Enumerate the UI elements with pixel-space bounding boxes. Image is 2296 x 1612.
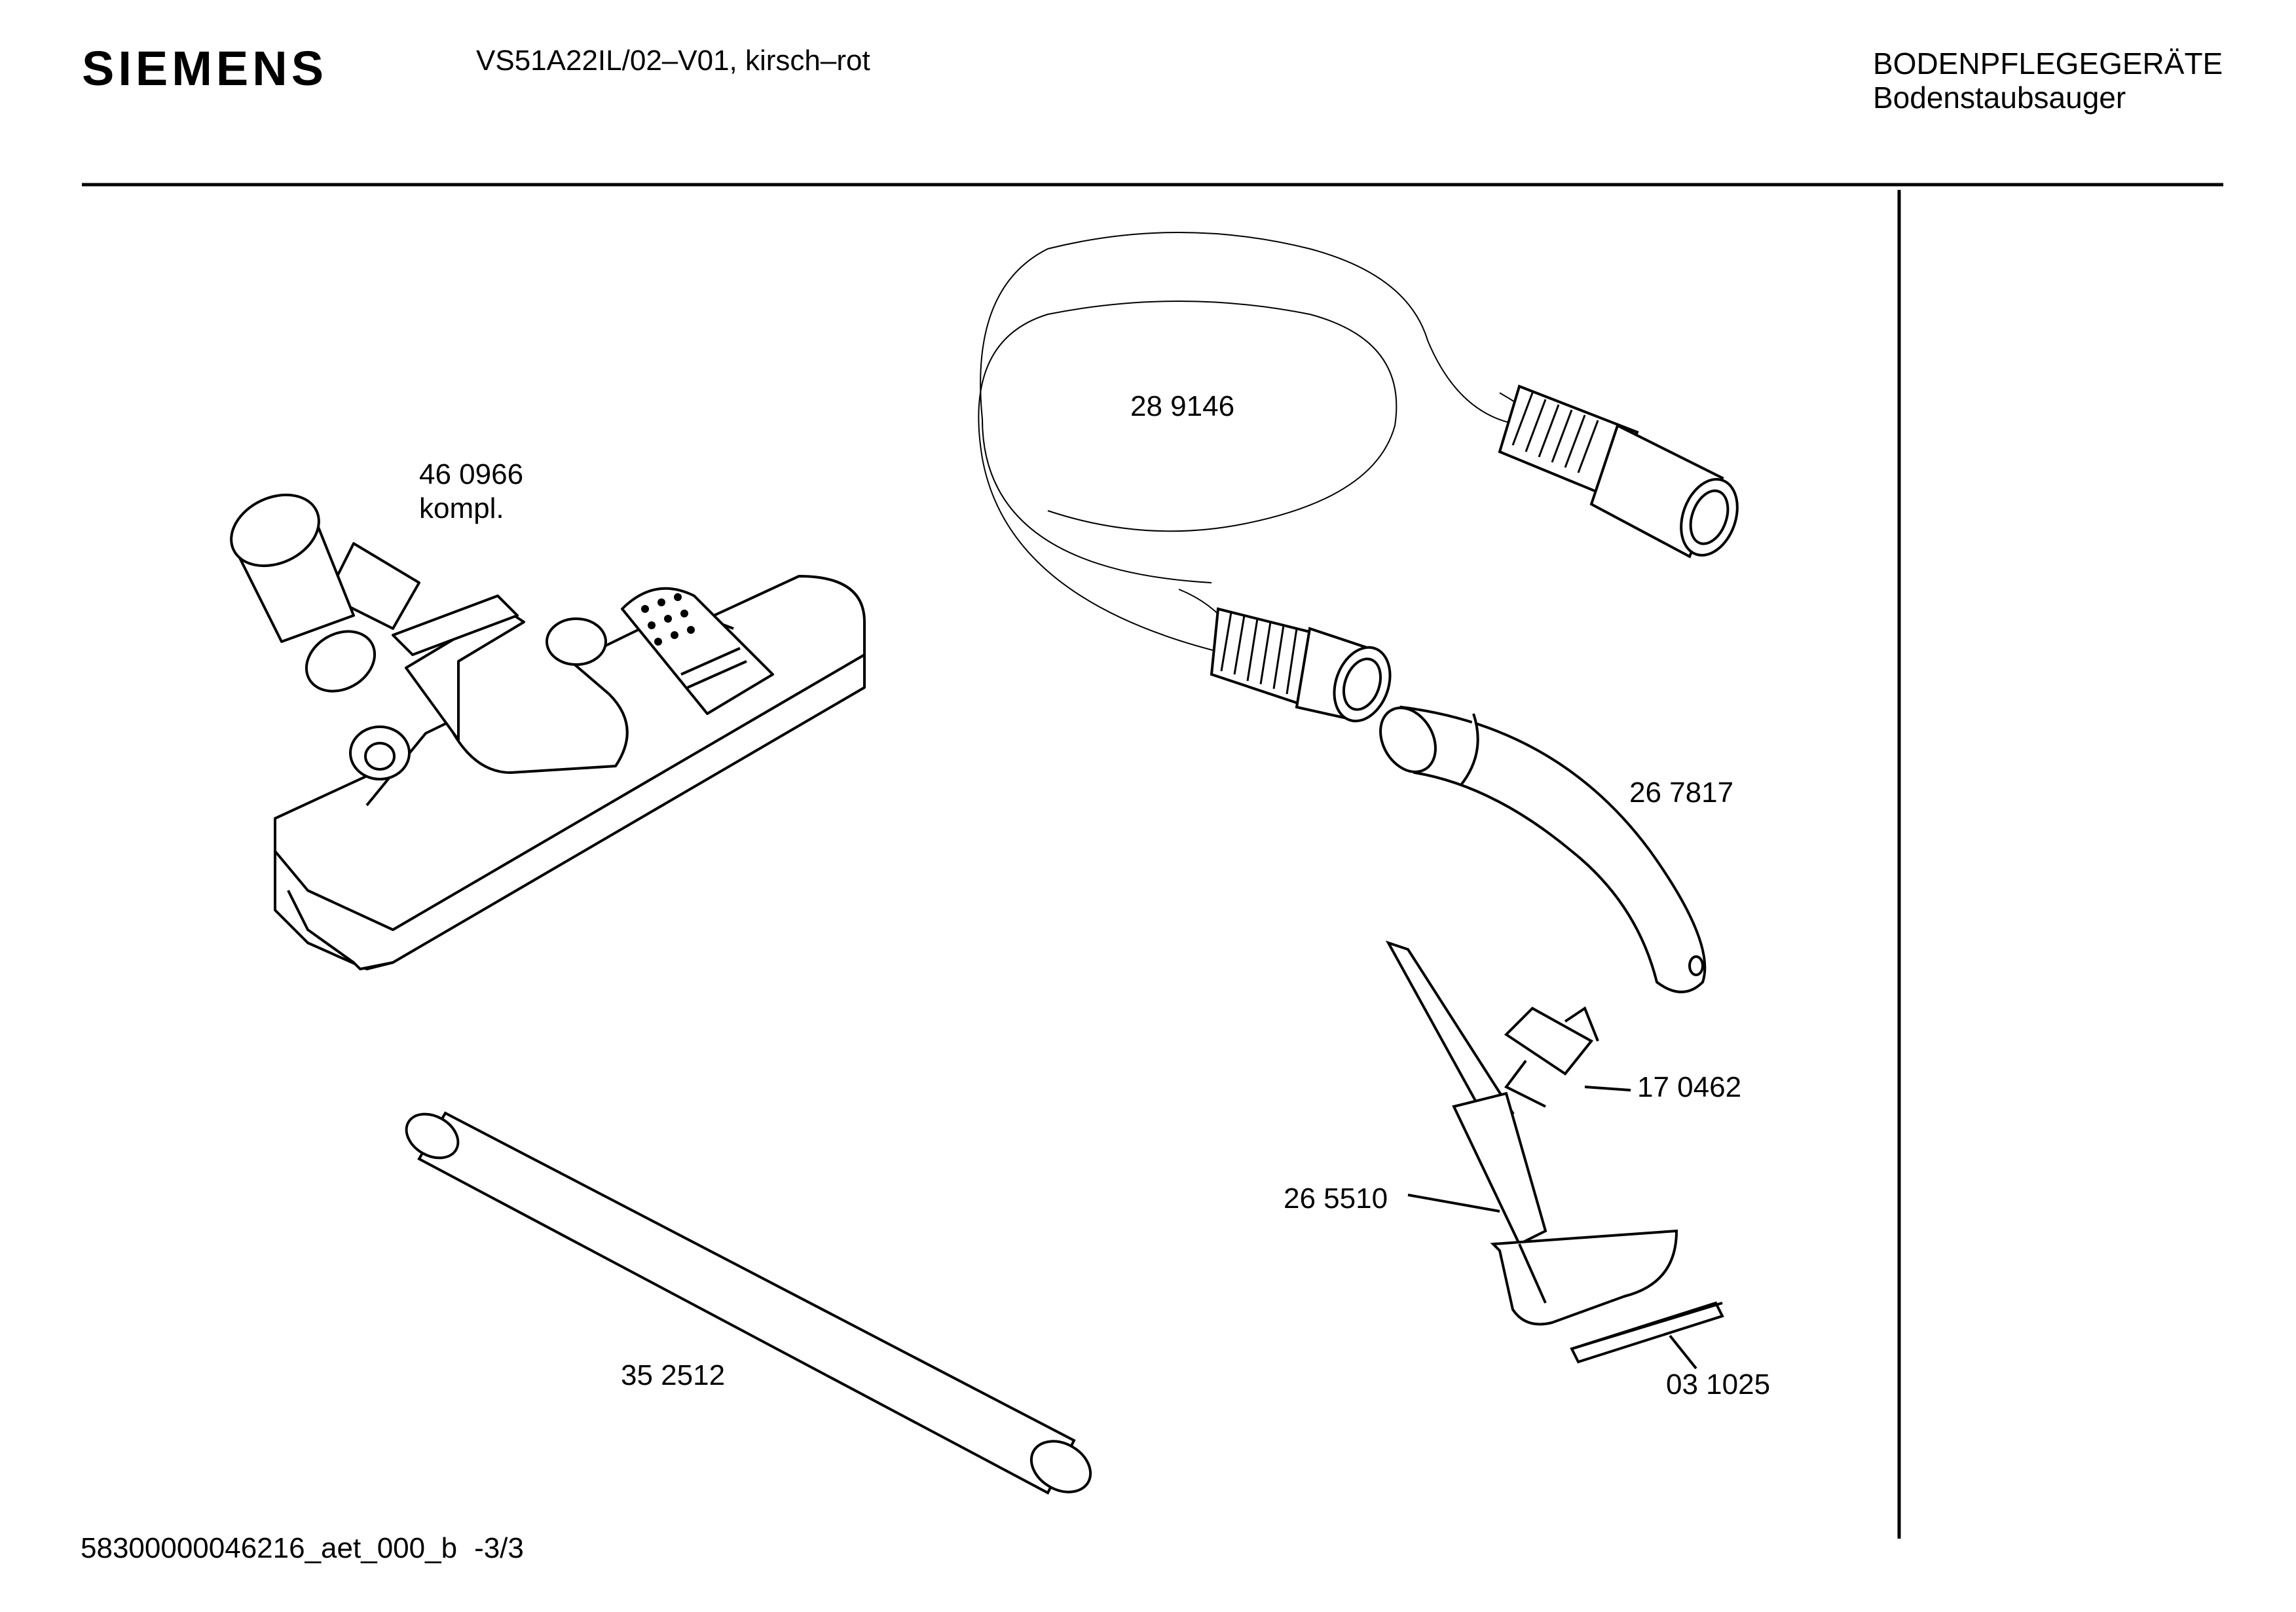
part-note-floor-nozzle: kompl. [419, 492, 504, 524]
part-number-upholstery-nozzle: 26 5510 [1284, 1182, 1388, 1215]
model-designation: VS51A22IL/02–V01, kirsch–rot [476, 45, 870, 77]
footer-doc-id: 58300000046216_aet_000_b [81, 1532, 458, 1564]
part-number-hose: 28 9146 [1130, 390, 1235, 422]
hose-cuff-bottom-drawing [1210, 607, 1392, 723]
part-number-clip: 17 0462 [1637, 1071, 1742, 1103]
product-category: BODENPFLEGEGERÄTE [1873, 46, 2223, 81]
part-number-extension-tube: 35 2512 [621, 1359, 726, 1391]
part-number-floor-nozzle: 46 0966 [419, 458, 524, 490]
footer-page: -3/3 [474, 1532, 524, 1564]
floor-nozzle-drawing [230, 493, 866, 970]
hose-cuff-top-drawing [1498, 384, 1739, 559]
product-subcategory: Bodenstaubsauger [1873, 81, 2126, 115]
brush-strip-drawing [1570, 1301, 1724, 1370]
footer: 58300000046216_aet_000_b -3/3 [81, 1532, 524, 1565]
clip-drawing [1504, 1006, 1631, 1108]
upholstery-nozzle-drawing [1385, 940, 1678, 1326]
part-number-brush-strip: 03 1025 [1666, 1368, 1771, 1401]
part-number-handle: 26 7817 [1629, 777, 1734, 809]
extension-tube-drawing [405, 1111, 1092, 1495]
suction-hose-drawing [978, 232, 1585, 655]
brand-logo: SIEMENS [82, 41, 328, 96]
hose-handle-drawing [1379, 705, 1707, 993]
